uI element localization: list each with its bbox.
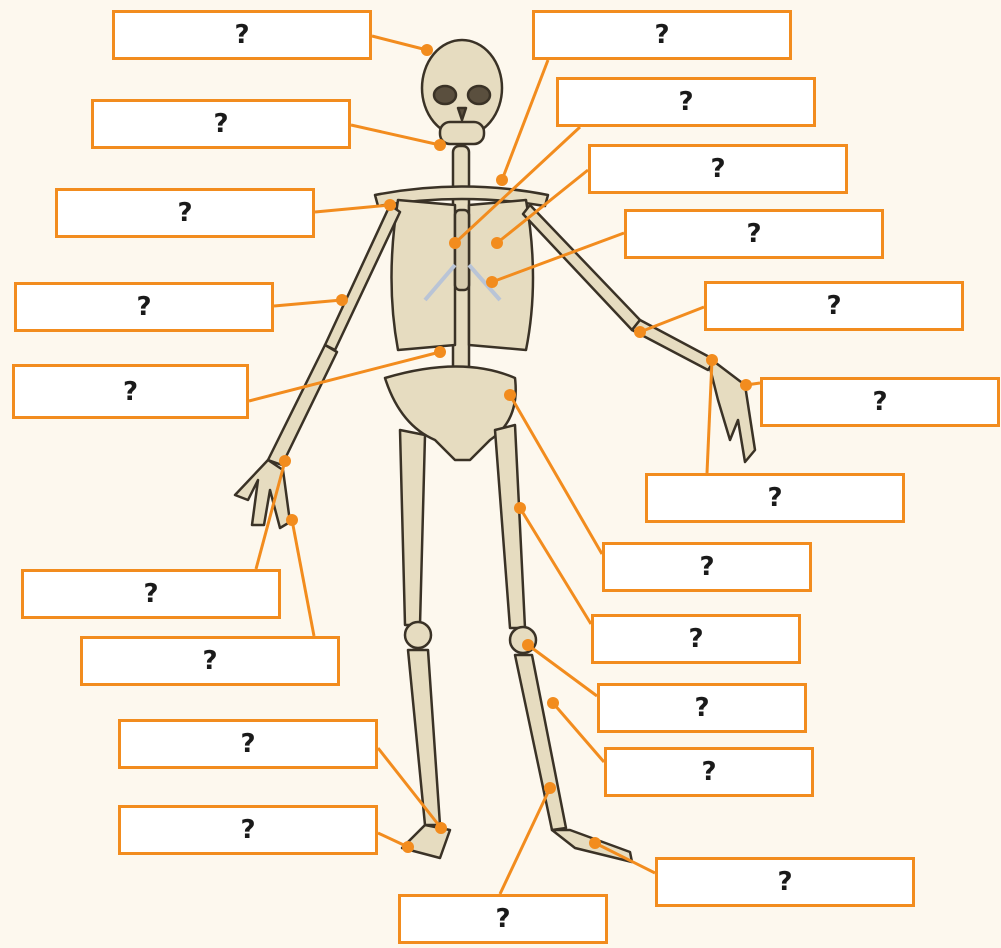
label-box-foot-left[interactable]: ?	[118, 805, 378, 855]
right-eye-socket	[468, 86, 490, 104]
anchor-dot-sternum	[449, 237, 461, 249]
femur-right-bone	[495, 425, 525, 628]
leader-line-pelvis	[510, 395, 602, 554]
leader-line-hand-left	[292, 520, 314, 636]
leader-line-toes-right	[595, 843, 655, 873]
anchor-dot-mandible	[434, 139, 446, 151]
anchor-dot-toes-right	[589, 837, 601, 849]
anchor-dot-humerus-left	[336, 294, 348, 306]
hand-right-bone	[710, 360, 755, 462]
label-box-ankle-left[interactable]: ?	[118, 719, 378, 769]
label-box-pelvis[interactable]: ?	[602, 542, 812, 592]
label-box-fibula[interactable]: ?	[604, 747, 814, 797]
label-box-fingers-right[interactable]: ?	[760, 377, 1000, 427]
anchor-dot-vertebra	[434, 346, 446, 358]
anchor-dot-patella	[522, 639, 534, 651]
label-box-mandible[interactable]: ?	[91, 99, 351, 149]
leader-line-radius-right	[640, 307, 704, 332]
anchor-dot-radius-right	[634, 326, 646, 338]
label-box-patella[interactable]: ?	[597, 683, 807, 733]
anchor-dot-shoulder-left	[384, 199, 396, 211]
label-box-clavicle[interactable]: ?	[532, 10, 792, 60]
label-box-vertebra[interactable]: ?	[12, 364, 249, 419]
leader-line-carpals-right	[707, 360, 712, 473]
leader-line-mandible	[351, 125, 440, 145]
label-box-femur[interactable]: ?	[591, 614, 801, 664]
label-box-ribs[interactable]: ?	[588, 144, 848, 194]
leader-line-tibia	[500, 788, 550, 894]
forearm-right-bone	[632, 320, 715, 370]
humerus-right-bone	[523, 205, 640, 330]
anchor-dot-hand-left	[286, 514, 298, 526]
tibia-right-bone	[515, 655, 566, 830]
label-box-skull[interactable]: ?	[112, 10, 372, 60]
anchor-dot-wrist-left	[279, 455, 291, 467]
anchor-dot-ankle-left	[435, 822, 447, 834]
anchor-dot-carpals-right	[706, 354, 718, 366]
anchor-dot-rib-cartilage	[486, 276, 498, 288]
anchor-dot-femur	[514, 502, 526, 514]
anchor-dot-skull	[421, 44, 433, 56]
label-box-rib-cartilage[interactable]: ?	[624, 209, 884, 259]
leader-line-skull	[372, 36, 427, 50]
anchor-dot-fingers-right	[740, 379, 752, 391]
anchor-dot-foot-left	[402, 841, 414, 853]
label-box-shoulder-left[interactable]: ?	[55, 188, 315, 238]
tibia-left-bone	[408, 650, 440, 825]
leader-line-shoulder-left	[315, 205, 390, 212]
mandible-bone	[440, 122, 484, 144]
leader-line-humerus-left	[274, 300, 342, 306]
label-box-carpals-right[interactable]: ?	[645, 473, 905, 523]
label-box-sternum[interactable]: ?	[556, 77, 816, 127]
sternum-bone	[455, 210, 469, 290]
patella-left-bone	[405, 622, 431, 648]
anchor-dot-tibia	[544, 782, 556, 794]
anchor-dot-clavicle	[496, 174, 508, 186]
anchor-dot-fibula	[547, 697, 559, 709]
label-box-humerus-left[interactable]: ?	[14, 282, 274, 332]
femur-left-bone	[400, 430, 425, 625]
forearm-left-bone	[268, 345, 337, 465]
anchor-dot-pelvis	[504, 389, 516, 401]
leader-line-femur	[520, 508, 591, 624]
label-box-tibia[interactable]: ?	[398, 894, 608, 944]
anchor-dot-ribs	[491, 237, 503, 249]
humerus-left-bone	[325, 205, 400, 350]
label-box-hand-left[interactable]: ?	[80, 636, 340, 686]
label-box-radius-right[interactable]: ?	[704, 281, 964, 331]
label-box-toes-right[interactable]: ?	[655, 857, 915, 907]
label-box-wrist-left[interactable]: ?	[21, 569, 281, 619]
left-eye-socket	[434, 86, 456, 104]
